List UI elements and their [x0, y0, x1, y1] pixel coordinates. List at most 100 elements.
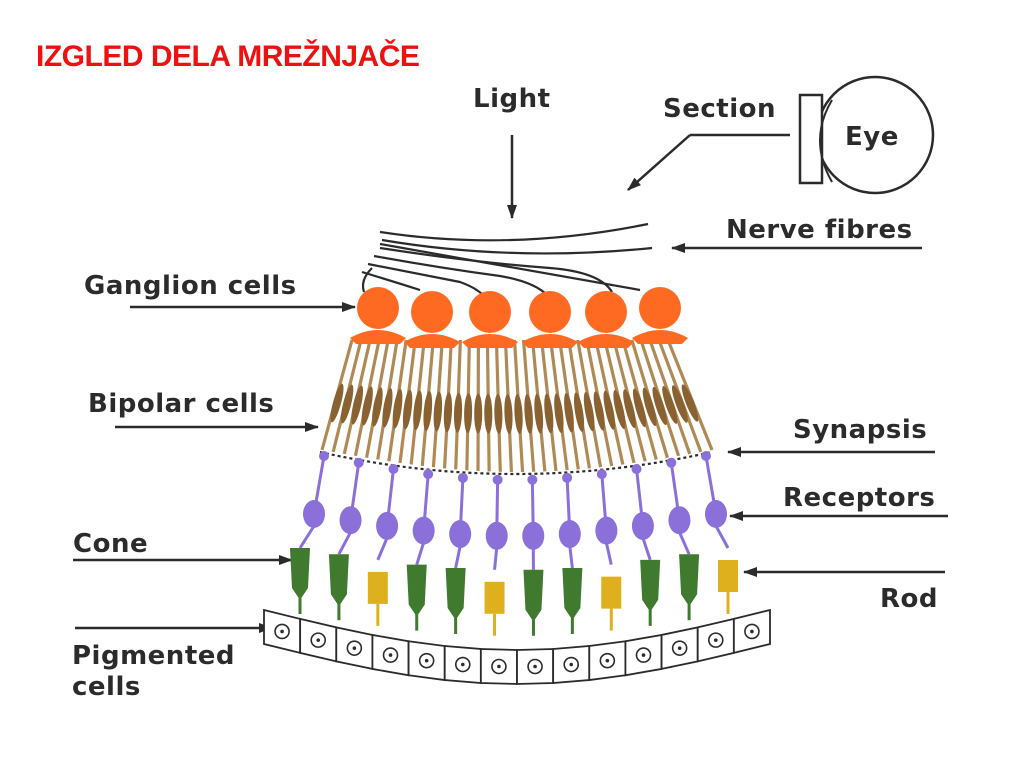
bipolar-cell-body	[474, 393, 483, 434]
ganglion-cell	[411, 291, 453, 333]
receptor-body	[705, 500, 727, 528]
pigmented-nucleus	[671, 640, 688, 656]
bipolar-cell-body	[603, 390, 616, 430]
section-label: Section	[663, 94, 776, 124]
pigmented-nucleus	[491, 658, 507, 675]
cone-cell	[290, 548, 310, 600]
bipolar-cell-body	[372, 387, 383, 427]
ganglion-cell-base	[578, 334, 634, 348]
pigmented-nucleus	[454, 656, 471, 673]
pigmented-nucleus	[310, 632, 327, 648]
receptor-stalk	[376, 537, 389, 561]
bipolar-cell-body	[652, 386, 668, 425]
pigmented-nucleus	[382, 647, 399, 663]
pigmented-nucleus-dot	[677, 646, 682, 650]
receptor-stalk	[604, 542, 613, 565]
cone-label: Cone	[73, 529, 148, 559]
bipolar-cell-body	[433, 391, 443, 432]
receptor-stalk	[415, 542, 426, 566]
bipolar-cells-label: Bipolar cells	[88, 389, 274, 419]
receptor-body	[522, 521, 545, 550]
bipolar-cell-body	[413, 390, 423, 431]
section-box	[798, 93, 824, 185]
bipolar-cell-body	[494, 393, 503, 434]
pigmented-nucleus	[274, 623, 290, 640]
bipolar-cell-body	[564, 392, 574, 433]
receptor-body	[303, 500, 325, 528]
rod-cell	[484, 581, 505, 614]
bipolar-cell-body	[554, 393, 564, 433]
receptor-stalk	[714, 525, 730, 549]
nerve-fibres-label: Nerve fibres	[726, 215, 913, 245]
pigmented-nucleus-dot	[460, 662, 465, 667]
bipolar-cell-body	[402, 389, 413, 430]
cone-cell	[679, 554, 700, 607]
nerve-fibres	[361, 222, 653, 301]
pigmented-nucleus-dot	[388, 653, 393, 657]
pigmented-nucleus-dot	[713, 638, 718, 642]
bipolar-cell-body	[534, 393, 544, 434]
light-label: Light	[473, 84, 551, 114]
bipolar-cell-body	[443, 392, 453, 433]
pigmented-nucleus-dot	[316, 638, 321, 642]
bipolar-cell-body	[484, 393, 493, 434]
bipolar-cell-body	[340, 384, 354, 424]
ganglion-cell	[469, 291, 511, 333]
receptor-body	[412, 516, 435, 545]
ganglion-cell-base	[350, 330, 406, 344]
ganglion-cell-base	[462, 334, 518, 348]
receptor-body	[595, 516, 618, 545]
rod-cell	[718, 560, 738, 592]
cone-cell	[562, 568, 583, 621]
bipolar-cell-body	[330, 383, 344, 423]
bipolar-cell-body	[544, 393, 554, 434]
receptor-body	[668, 506, 691, 535]
bipolar-cell-body	[613, 389, 626, 429]
pointer-arrows	[73, 133, 948, 633]
bipolar-cell-body	[464, 393, 473, 434]
bipolar-cell-body	[681, 384, 699, 422]
bipolar-cell-body	[662, 386, 678, 424]
receptor-stalk	[337, 531, 352, 555]
receptors-label: Receptors	[783, 483, 935, 513]
ganglion-cell-base	[522, 334, 578, 348]
pigmented-label-line2: cells	[72, 672, 141, 702]
bipolar-cell-body	[671, 385, 688, 423]
bipolar-cell-body	[623, 389, 636, 429]
bipolar-cell-body	[392, 388, 403, 429]
receptor-stalk	[568, 545, 574, 569]
ganglion-cell	[357, 287, 399, 329]
pigmented-nucleus-dot	[533, 664, 537, 669]
pigmented-nucleus	[563, 656, 580, 673]
receptor-stalk	[678, 531, 691, 555]
rod-cell	[601, 576, 622, 609]
bipolar-cell-body	[361, 386, 373, 426]
rod-label: Rod	[880, 584, 938, 614]
pigmented-nucleus-dot	[497, 664, 501, 669]
pigmented-nucleus-dot	[352, 646, 357, 650]
pigmented-nucleus	[346, 640, 363, 656]
bipolar-cell-body	[382, 388, 393, 428]
receptor-stalk	[493, 547, 499, 570]
pigmented-nucleus-dot	[424, 658, 429, 663]
cell-layers	[263, 287, 771, 685]
receptor-stalk	[641, 537, 652, 561]
bipolar-cell-body	[632, 388, 647, 428]
bipolar-cell-body	[514, 394, 523, 434]
bipolar-cell-body	[423, 391, 433, 431]
cone-cell	[406, 564, 427, 617]
ganglion-cell	[639, 287, 681, 329]
cone-cell	[445, 568, 466, 621]
receptor-stalk	[298, 525, 316, 549]
pigmented-nucleus	[418, 652, 435, 669]
eye-inner-arc	[819, 99, 833, 183]
receptor-body	[558, 520, 581, 549]
bipolar-cell-body	[593, 391, 605, 431]
synapsis-label: Synapsis	[793, 415, 927, 445]
eye-section-group: Eye	[798, 75, 935, 195]
pigmented-nucleus	[635, 647, 652, 663]
pigmented-nucleus	[599, 652, 616, 669]
pigmented-label-line1: Pigmented	[72, 641, 235, 671]
cone-cell	[640, 559, 661, 612]
